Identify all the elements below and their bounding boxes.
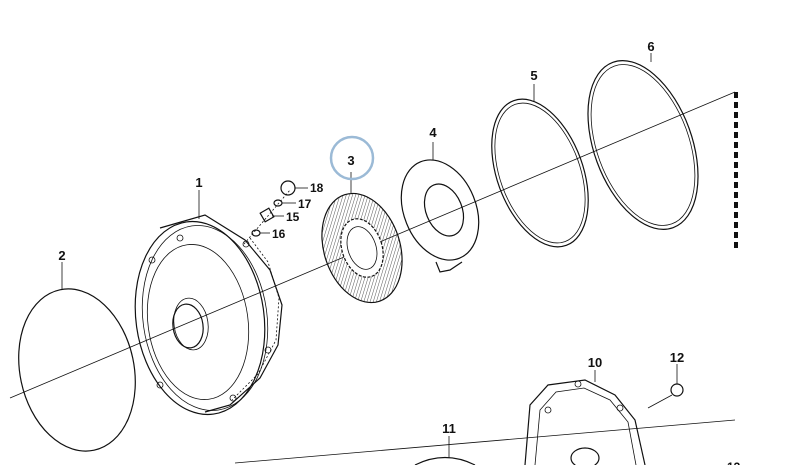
part-12-bolt[interactable]	[647, 383, 684, 409]
label-part-15[interactable]: 15	[286, 210, 300, 224]
part-2-gasket[interactable]	[4, 278, 150, 462]
part-15-nipple[interactable]	[259, 207, 284, 223]
label-part-13[interactable]: 13	[727, 460, 741, 465]
label-part-17[interactable]: 17	[298, 197, 312, 211]
label-part-4[interactable]: 4	[429, 125, 437, 140]
lower-axis-line	[234, 419, 736, 464]
part-17-washer[interactable]	[273, 199, 296, 207]
label-part-10[interactable]: 10	[588, 355, 602, 370]
part-6-o-ring[interactable]	[567, 46, 719, 245]
part-5-o-ring[interactable]	[473, 86, 606, 260]
label-part-11[interactable]: 11	[442, 421, 456, 436]
part-16-washer[interactable]	[251, 229, 270, 237]
label-part-1[interactable]: 1	[195, 175, 202, 190]
label-part-5[interactable]: 5	[530, 68, 537, 83]
label-part-18[interactable]: 18	[310, 181, 324, 195]
label-part-12[interactable]: 12	[670, 350, 684, 365]
label-part-16[interactable]: 16	[272, 227, 286, 241]
part-1-housing[interactable]	[123, 213, 283, 423]
label-part-3[interactable]: 3	[347, 153, 354, 168]
part-11-cover[interactable]	[414, 456, 476, 465]
part-18-cap[interactable]	[280, 180, 308, 196]
label-part-6[interactable]: 6	[647, 39, 654, 54]
part-3-friction-disc[interactable]	[309, 183, 416, 313]
part-4-washer[interactable]	[387, 148, 493, 273]
highlight-ring	[329, 135, 375, 181]
part-10-pump-housing[interactable]	[524, 379, 646, 465]
label-part-2[interactable]: 2	[58, 248, 65, 263]
